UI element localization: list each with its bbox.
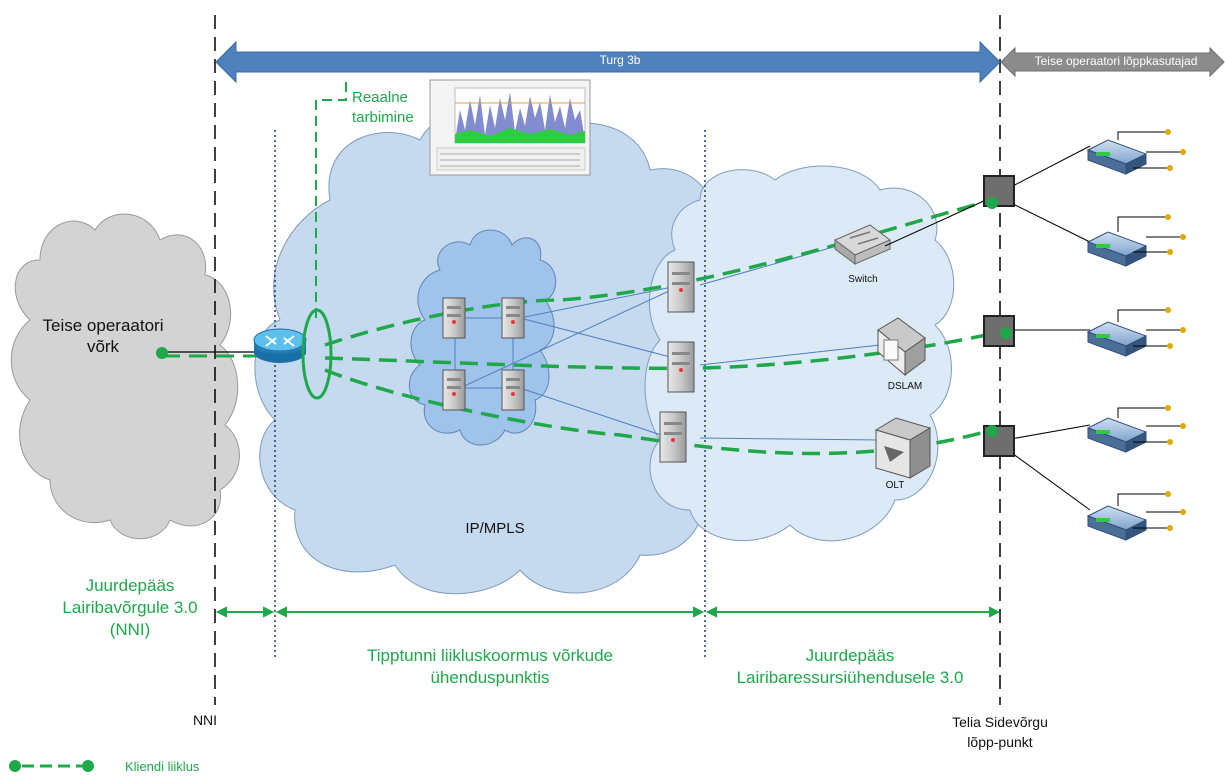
operator-cloud — [10, 213, 240, 540]
switch-label: Switch — [848, 274, 878, 285]
olt-label: OLT — [885, 480, 905, 491]
termination-box-icon — [983, 175, 1015, 457]
ip-mpls-label: IP/MPLS — [465, 520, 525, 537]
traffic-graph-icon — [429, 79, 591, 176]
telia-endpoint-label: Telia Sidevõrgu lõpp-punkt — [952, 714, 1048, 750]
real-consumption-label: Reaalne tarbimine — [352, 89, 414, 126]
traffic-endpoint-dot — [156, 347, 168, 359]
router-icon — [253, 328, 307, 363]
nni-access-label: Juurdepääs Lairibavõrgule 3.0 (NNI) — [62, 576, 198, 639]
switch-icon — [834, 224, 891, 265]
broadband-access-label: Juurdepääs Lairibaressursiühendusele 3.0 — [736, 646, 964, 687]
boundary-lines — [214, 15, 1001, 705]
end-users-label: Teise operaatori lõppkasutajad — [1034, 54, 1198, 68]
dslam-label: DSLAM — [887, 381, 923, 392]
nni-aggregation-ring — [301, 308, 333, 400]
nni-boundary-label: NNI — [192, 712, 218, 728]
legend-traffic-symbol — [9, 760, 94, 772]
traffic-path-olt — [324, 368, 993, 456]
consumption-callout-line — [315, 78, 347, 318]
server-icon — [442, 261, 695, 463]
market-arrow — [215, 40, 1001, 84]
traffic-path-switch — [324, 198, 993, 347]
device-links — [884, 145, 1091, 511]
olt-icon — [874, 417, 932, 479]
peak-hour-load-label: Tipptunni liikluskoormus võrkude ühendus… — [367, 646, 613, 687]
segment-arrows — [215, 606, 1001, 618]
market-label: Turg 3b — [599, 53, 641, 67]
legend-client-traffic-label: Kliendi liiklus — [125, 759, 200, 774]
modem-icon — [1086, 129, 1186, 541]
operator-network-label: Teise operaatori võrk — [42, 316, 164, 356]
end-user-arrow — [1000, 46, 1225, 78]
dslam-icon — [877, 317, 926, 377]
